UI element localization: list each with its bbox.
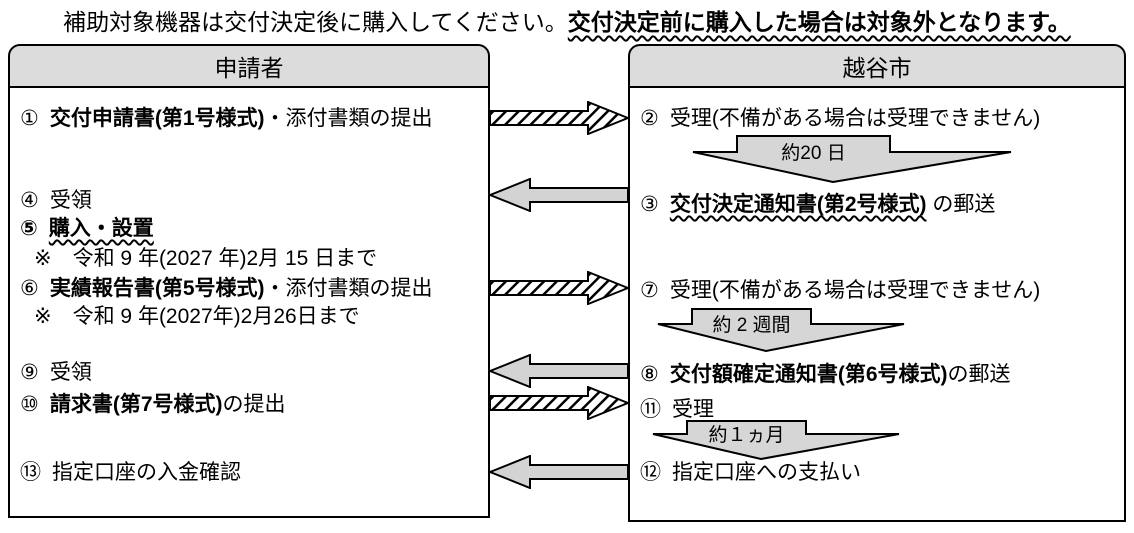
flow-step: ⑤ 購入・設置 xyxy=(10,216,498,242)
title-normal-text: 補助対象機器は交付決定後に購入してください。 xyxy=(63,9,568,35)
step-number: ③ xyxy=(640,193,659,216)
flow-step: ⑥ 実績報告書(第5号様式)・添付書類の提出 xyxy=(10,276,498,302)
step-text: 交付申請書(第1号様式) xyxy=(49,107,265,130)
note-text: ※ 令和 9 年(2027 年)2月 15 日まで xyxy=(34,247,378,270)
step-number: ② xyxy=(640,107,659,130)
step-text: の郵送 xyxy=(947,363,1011,386)
submit-arrow-right-icon xyxy=(489,386,629,420)
submit-arrow-right-icon xyxy=(489,271,629,305)
mail-arrow-left-icon xyxy=(489,354,629,388)
step-text: 交付決定通知書(第2号様式) xyxy=(669,193,927,216)
step-number: ④ xyxy=(20,189,39,212)
deadline-note: ※ 令和 9 年(2027年)2月26日まで xyxy=(10,304,488,330)
flow-step: ③ 交付決定通知書(第2号様式) の郵送 xyxy=(630,192,1134,218)
step-number: ⑩ xyxy=(20,393,39,416)
flow-step: ② 受理(不備がある場合は受理できません) xyxy=(630,106,1134,132)
mail-arrow-left-icon xyxy=(489,178,629,212)
step-text: 実績報告書(第5号様式) xyxy=(49,277,265,300)
city-panel-header: 越谷市 xyxy=(628,44,1126,88)
city-panel-body: ② 受理(不備がある場合は受理できません) ③ 交付決定通知書(第2号様式) の郵送 ⑦… xyxy=(628,86,1126,522)
wait-duration-label: 約20 日 xyxy=(781,142,845,164)
step-text: 購入・設置 xyxy=(48,217,154,240)
applicant-panel-header: 申請者 xyxy=(8,44,490,88)
step-number: ⑪ xyxy=(640,398,661,421)
step-text: 請求書(第7号様式) xyxy=(49,393,223,416)
step-text: 指定口座への支払い xyxy=(672,461,861,484)
step-text: 受理(不備がある場合は受理できません) xyxy=(669,279,1041,302)
step-text: ・添付書類の提出 xyxy=(264,277,433,300)
step-number: ⑫ xyxy=(640,461,661,484)
step-text: ・添付書類の提出 xyxy=(264,107,433,130)
flow-step: ⑫ 指定口座への支払い xyxy=(630,460,1134,486)
page-title: 補助対象機器は交付決定後に購入してください。交付決定前に購入した場合は対象外とな… xyxy=(0,3,1134,37)
mail-arrow-left-icon xyxy=(489,455,629,489)
flow-step: ④ 受領 xyxy=(10,188,498,214)
step-text: の提出 xyxy=(222,393,286,416)
step-number: ⑦ xyxy=(640,279,659,302)
wait-duration-shape: 約 2 週間 xyxy=(657,308,905,352)
chevron-down-icon: 約 2 週間 xyxy=(657,308,905,352)
step-number: ⑧ xyxy=(640,363,659,386)
deadline-note: ※ 令和 9 年(2027 年)2月 15 日まで xyxy=(10,246,488,272)
step-text: 受理 xyxy=(672,398,714,421)
flow-step: ⑧ 交付額確定通知書(第6号様式)の郵送 xyxy=(630,362,1134,388)
step-number: ⑤ xyxy=(20,217,38,240)
wait-duration-label: 約１ヵ月 xyxy=(708,424,784,446)
chevron-down-icon: 約20 日 xyxy=(692,135,1012,183)
step-text: 受領 xyxy=(49,361,92,384)
step-number: ① xyxy=(20,107,39,130)
step-text: 受領 xyxy=(49,189,92,212)
flow-step: ⑩ 請求書(第7号様式)の提出 xyxy=(10,392,498,418)
step-text: 交付額確定通知書(第6号様式) xyxy=(669,363,948,386)
wait-duration-shape: 約20 日 xyxy=(692,135,1012,183)
flow-step: ⑪ 受理 xyxy=(630,397,1134,423)
flow-step: ⑬ 指定口座の入金確認 xyxy=(10,460,498,486)
step-number: ⑨ xyxy=(20,361,39,384)
flow-step: ⑨ 受領 xyxy=(10,360,498,386)
wait-duration-label: 約 2 週間 xyxy=(712,314,790,336)
step-text: の郵送 xyxy=(926,193,996,216)
step-text: 受理(不備がある場合は受理できません) xyxy=(669,107,1041,130)
flow-step: ⑦ 受理(不備がある場合は受理できません) xyxy=(630,278,1134,304)
wait-duration-shape: 約１ヵ月 xyxy=(652,420,900,460)
title-emphasis-text: 交付決定前に購入した場合は対象外となります。 xyxy=(567,9,1071,35)
step-text: 指定口座の入金確認 xyxy=(52,461,241,484)
note-text: ※ 令和 9 年(2027年)2月26日まで xyxy=(34,305,360,328)
chevron-down-icon: 約１ヵ月 xyxy=(652,420,900,460)
flow-step: ① 交付申請書(第1号様式)・添付書類の提出 xyxy=(10,106,498,132)
submit-arrow-right-icon xyxy=(489,101,629,135)
step-number: ⑬ xyxy=(20,461,41,484)
step-number: ⑥ xyxy=(20,277,39,300)
